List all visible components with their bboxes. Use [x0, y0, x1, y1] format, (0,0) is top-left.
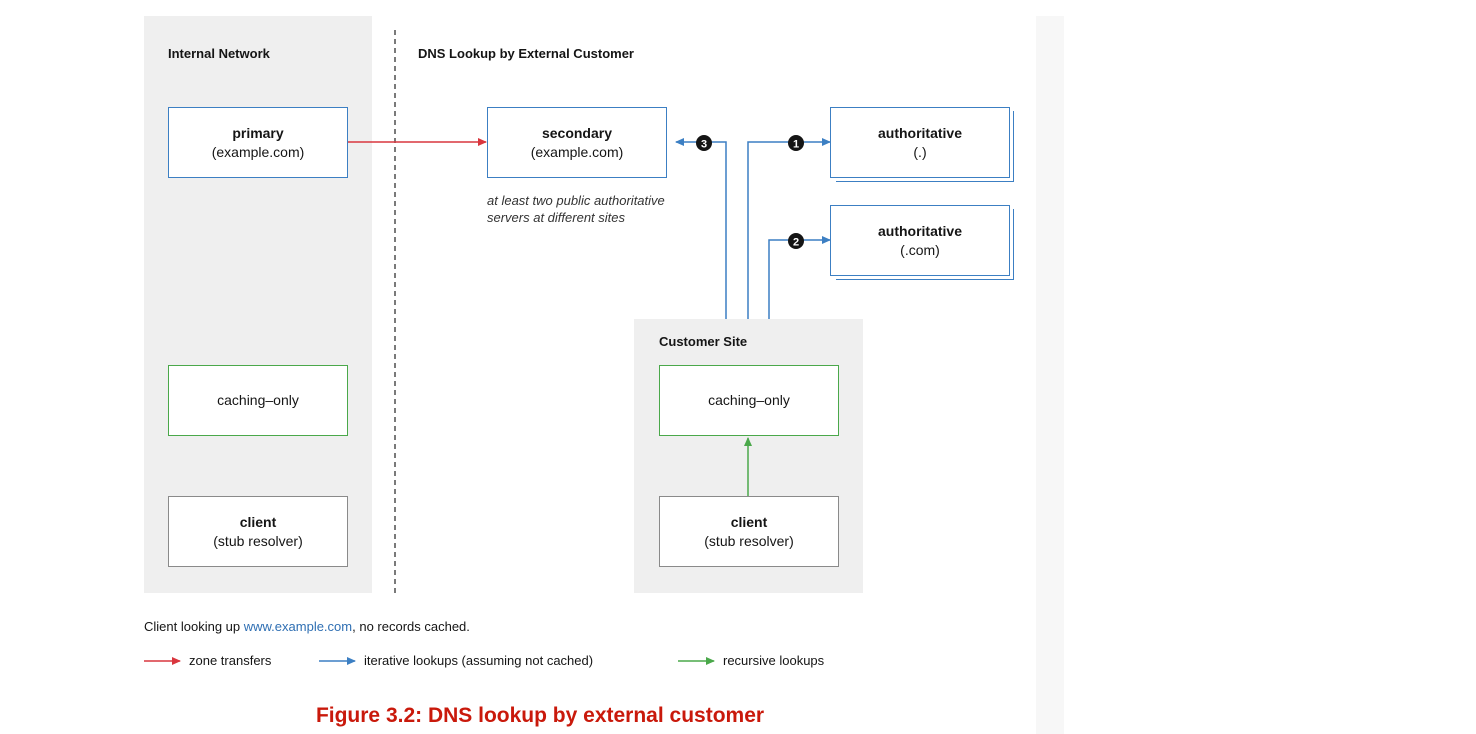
caption-link[interactable]: www.example.com	[243, 619, 353, 634]
iterative-arrow-3	[675, 138, 727, 319]
secondary-server-name: secondary	[541, 124, 613, 141]
customer-caching-name: caching–only	[708, 392, 790, 408]
authoritative-root-zone: (.)	[913, 143, 927, 160]
step-badge-2	[788, 233, 804, 249]
step-label-1: 1	[793, 139, 799, 151]
step-label-2: 2	[793, 237, 799, 249]
internal-client: client (stub resolver)	[168, 496, 348, 567]
internal-caching-name: caching–only	[217, 392, 299, 408]
auth-com-stack	[836, 209, 1014, 280]
authoritative-root-server: authoritative (.)	[830, 107, 1010, 178]
customer-client-sub: (stub resolver)	[704, 532, 794, 549]
legend-recursive-label: recursive lookups	[723, 653, 825, 668]
internal-caching-server: caching–only	[168, 365, 348, 436]
authoritative-com-server: authoritative (.com)	[830, 205, 1010, 276]
internal-client-sub: (stub resolver)	[213, 532, 303, 549]
external-lookup-title: DNS Lookup by External Customer	[418, 46, 634, 61]
figure-title: Figure 3.2: DNS lookup by external custo…	[315, 704, 765, 727]
caption-prefix: Client looking up	[144, 619, 244, 634]
legend-iterative-label: iterative lookups (assuming not cached)	[364, 653, 594, 668]
secondary-note-line1: at least two public authoritative	[487, 193, 665, 208]
secondary-server: secondary (example.com)	[487, 107, 667, 178]
side-strip	[1036, 16, 1064, 734]
authoritative-root-name: authoritative	[877, 124, 962, 141]
step-badge-3	[696, 135, 712, 151]
primary-server: primary (example.com)	[168, 107, 348, 178]
legend-zone-label: zone transfers	[189, 653, 272, 668]
caption-suffix: , no records cached.	[352, 619, 470, 634]
primary-server-zone: (example.com)	[211, 143, 305, 160]
authoritative-com-zone: (.com)	[900, 241, 940, 258]
secondary-server-zone: (example.com)	[530, 143, 624, 160]
diagram-caption: Client looking up www.example.com, no re…	[144, 619, 470, 634]
customer-caching-server: caching–only	[659, 365, 839, 436]
internal-network-title: Internal Network	[168, 46, 270, 61]
primary-server-name: primary	[232, 124, 284, 141]
customer-client-name: client	[730, 513, 768, 530]
iterative-arrow-2	[768, 236, 831, 319]
auth-root-stack	[836, 111, 1014, 182]
step-label-3: 3	[701, 139, 707, 151]
secondary-note: at least two public authoritative server…	[487, 192, 665, 226]
secondary-note-line2: servers at different sites	[487, 210, 625, 225]
authoritative-com-name: authoritative	[877, 222, 962, 239]
step-badge-1	[788, 135, 804, 151]
customer-client: client (stub resolver)	[659, 496, 839, 567]
iterative-arrow-1	[747, 138, 831, 319]
internal-client-name: client	[239, 513, 277, 530]
customer-site-title: Customer Site	[659, 334, 748, 349]
